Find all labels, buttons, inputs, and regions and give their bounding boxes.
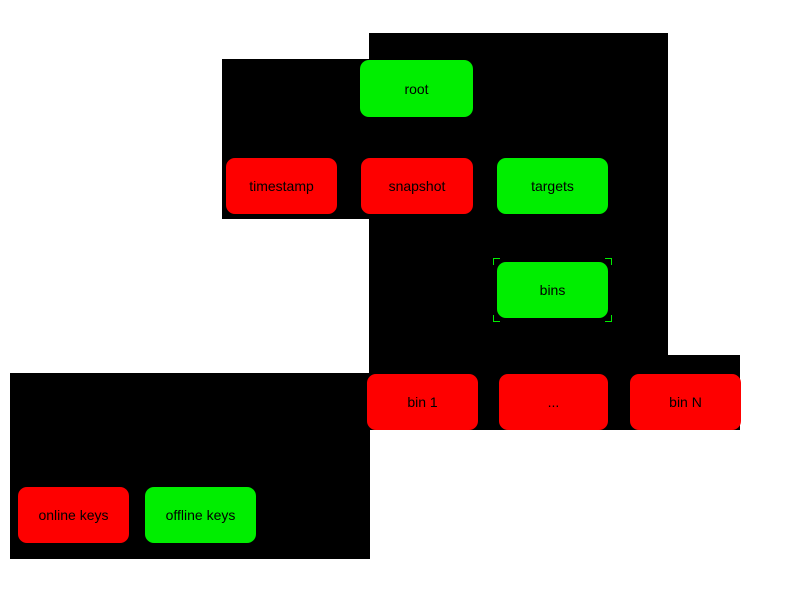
node-snapshot[interactable]: snapshot bbox=[361, 158, 473, 214]
node-bins[interactable]: bins bbox=[493, 258, 612, 322]
selection-handle-tr[interactable] bbox=[605, 258, 612, 265]
node-offline-keys[interactable]: offline keys bbox=[145, 487, 256, 543]
node-bin-1[interactable]: bin 1 bbox=[367, 374, 478, 430]
node-root[interactable]: root bbox=[360, 60, 473, 117]
node-label: root bbox=[404, 80, 429, 97]
node-label: online keys bbox=[38, 507, 109, 523]
selection-handle-tl[interactable] bbox=[493, 258, 500, 265]
node-label: snapshot bbox=[388, 178, 446, 194]
selection-handle-br[interactable] bbox=[605, 315, 612, 322]
node-timestamp[interactable]: timestamp bbox=[226, 158, 337, 214]
node-bin-n[interactable]: bin N bbox=[630, 374, 741, 430]
node-label: offline keys bbox=[165, 507, 236, 523]
node-online-keys[interactable]: online keys bbox=[18, 487, 129, 543]
node-bin-ellipsis[interactable]: ... bbox=[499, 374, 608, 430]
node-label: targets bbox=[531, 178, 574, 194]
node-label: ... bbox=[547, 394, 560, 410]
node-label: timestamp bbox=[249, 178, 314, 194]
node-label: bin N bbox=[669, 394, 702, 410]
node-label: bin 1 bbox=[407, 394, 438, 410]
node-targets[interactable]: targets bbox=[497, 158, 608, 214]
selection-handle-bl[interactable] bbox=[493, 315, 500, 322]
node-label: bins bbox=[539, 282, 566, 298]
